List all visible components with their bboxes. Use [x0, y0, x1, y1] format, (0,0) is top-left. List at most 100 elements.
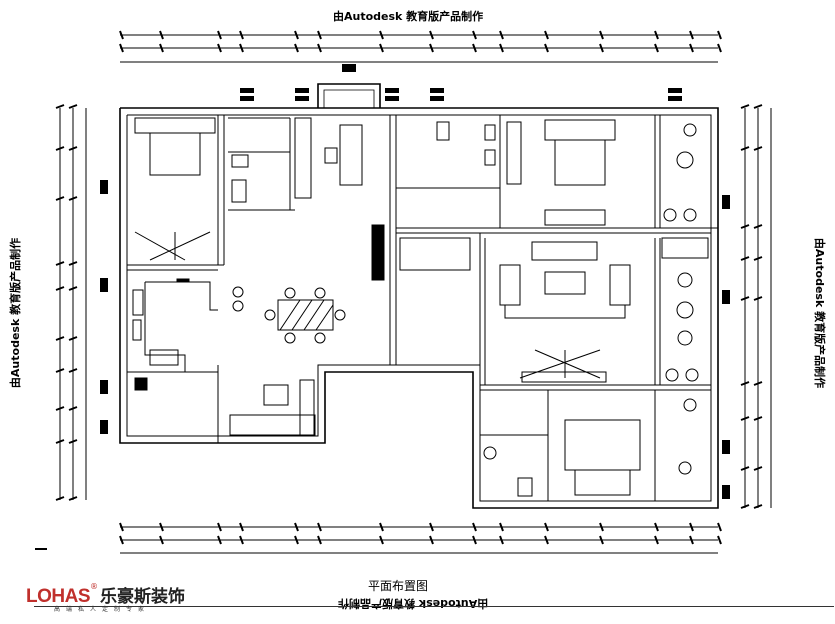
dimension-tick	[753, 146, 763, 151]
interior-walls	[127, 115, 718, 501]
dimension-tick	[294, 30, 299, 40]
dimension-tick	[217, 535, 222, 545]
balcony-plants	[663, 123, 699, 475]
dimension-tick	[472, 535, 477, 545]
dimension-tick	[717, 535, 722, 545]
dimension-tick	[159, 43, 164, 53]
dimension-tick	[599, 535, 604, 545]
dimension-tick	[119, 43, 124, 53]
dimension-tick	[55, 439, 65, 444]
bathroom-fixtures	[231, 121, 533, 497]
dimension-tick	[239, 535, 244, 545]
dimension-tick	[740, 381, 750, 386]
dimension-tick	[740, 146, 750, 151]
dimension-tick	[753, 466, 763, 471]
dimension-tick	[294, 43, 299, 53]
dimension-tick	[55, 196, 65, 201]
dimension-lines-right	[740, 104, 772, 509]
dimension-tick	[379, 30, 384, 40]
logo-brand-cn: 乐豪斯装饰	[100, 587, 185, 607]
dimension-tick	[217, 30, 222, 40]
dimension-tick	[68, 368, 78, 373]
logo-brand-en: LOHAS	[26, 586, 91, 607]
dimension-tick	[55, 368, 65, 373]
dimension-tick	[294, 522, 299, 532]
dimension-tick	[55, 286, 65, 291]
dimension-tick	[379, 522, 384, 532]
dimension-tick	[68, 146, 78, 151]
dimension-tick	[654, 30, 659, 40]
dimension-tick	[68, 261, 78, 266]
dimension-tick	[544, 30, 549, 40]
dimension-tick	[119, 535, 124, 545]
dimension-tick	[740, 504, 750, 509]
dimension-tick	[689, 535, 694, 545]
dimension-tick	[740, 224, 750, 229]
dimension-tick	[753, 224, 763, 229]
dimension-tick	[499, 43, 504, 53]
dimension-tick	[544, 535, 549, 545]
dimension-tick	[499, 30, 504, 40]
dimension-tick	[55, 146, 65, 151]
dimension-tick	[429, 535, 434, 545]
dimension-tick	[317, 30, 322, 40]
bed-third	[564, 419, 641, 496]
dimension-tick	[544, 522, 549, 532]
dimension-tick	[119, 522, 124, 532]
dimension-tick	[740, 296, 750, 301]
wardrobes	[229, 121, 709, 436]
dimension-tick	[68, 496, 78, 501]
dimension-tick	[753, 256, 763, 261]
divider	[34, 606, 834, 607]
dimension-tick	[753, 416, 763, 421]
dimension-tick	[753, 296, 763, 301]
bed-second	[544, 119, 616, 226]
study-desk	[324, 124, 363, 186]
dimension-lines-top	[119, 30, 722, 63]
window-labels	[35, 64, 730, 550]
dimension-tick	[740, 466, 750, 471]
dimension-tick	[472, 522, 477, 532]
dimension-tick	[68, 406, 78, 411]
dimension-tick	[599, 30, 604, 40]
dimension-tick	[239, 522, 244, 532]
dimension-tick	[159, 522, 164, 532]
dimension-tick	[55, 336, 65, 341]
dimension-tick	[753, 504, 763, 509]
watermark-right: 由Autodesk 教育版产品制作	[813, 237, 827, 389]
dimension-tick	[159, 535, 164, 545]
dimension-tick	[294, 535, 299, 545]
dimension-tick	[68, 104, 78, 109]
dimension-lines-left	[55, 104, 87, 501]
dimension-tick	[599, 43, 604, 53]
dimension-tick	[119, 30, 124, 40]
dimension-tick	[379, 535, 384, 545]
dimension-tick	[499, 535, 504, 545]
dimension-tick	[217, 522, 222, 532]
dimension-tick	[239, 43, 244, 53]
logo-reg-mark: ®	[90, 582, 98, 591]
dimension-tick	[689, 522, 694, 532]
dimension-tick	[599, 522, 604, 532]
dimension-tick	[68, 196, 78, 201]
logo-tagline: 高端私人定制专家	[54, 606, 151, 613]
dimension-tick	[740, 104, 750, 109]
dimension-tick	[429, 43, 434, 53]
dimension-tick	[55, 406, 65, 411]
dimension-tick	[68, 439, 78, 444]
dimension-tick	[717, 43, 722, 53]
dimension-tick	[317, 43, 322, 53]
dimension-lines-bottom	[119, 522, 722, 554]
dimension-tick	[68, 286, 78, 291]
dimension-tick	[740, 256, 750, 261]
watermark-left: 由Autodesk 教育版产品制作	[9, 237, 23, 389]
dimension-tick	[499, 522, 504, 532]
kitchen-fixtures	[132, 278, 190, 391]
dimension-tick	[654, 43, 659, 53]
sofa-set	[499, 241, 631, 383]
dimension-tick	[472, 43, 477, 53]
dimension-tick	[654, 522, 659, 532]
dimension-tick	[689, 43, 694, 53]
dimension-tick	[717, 30, 722, 40]
dimension-tick	[740, 416, 750, 421]
